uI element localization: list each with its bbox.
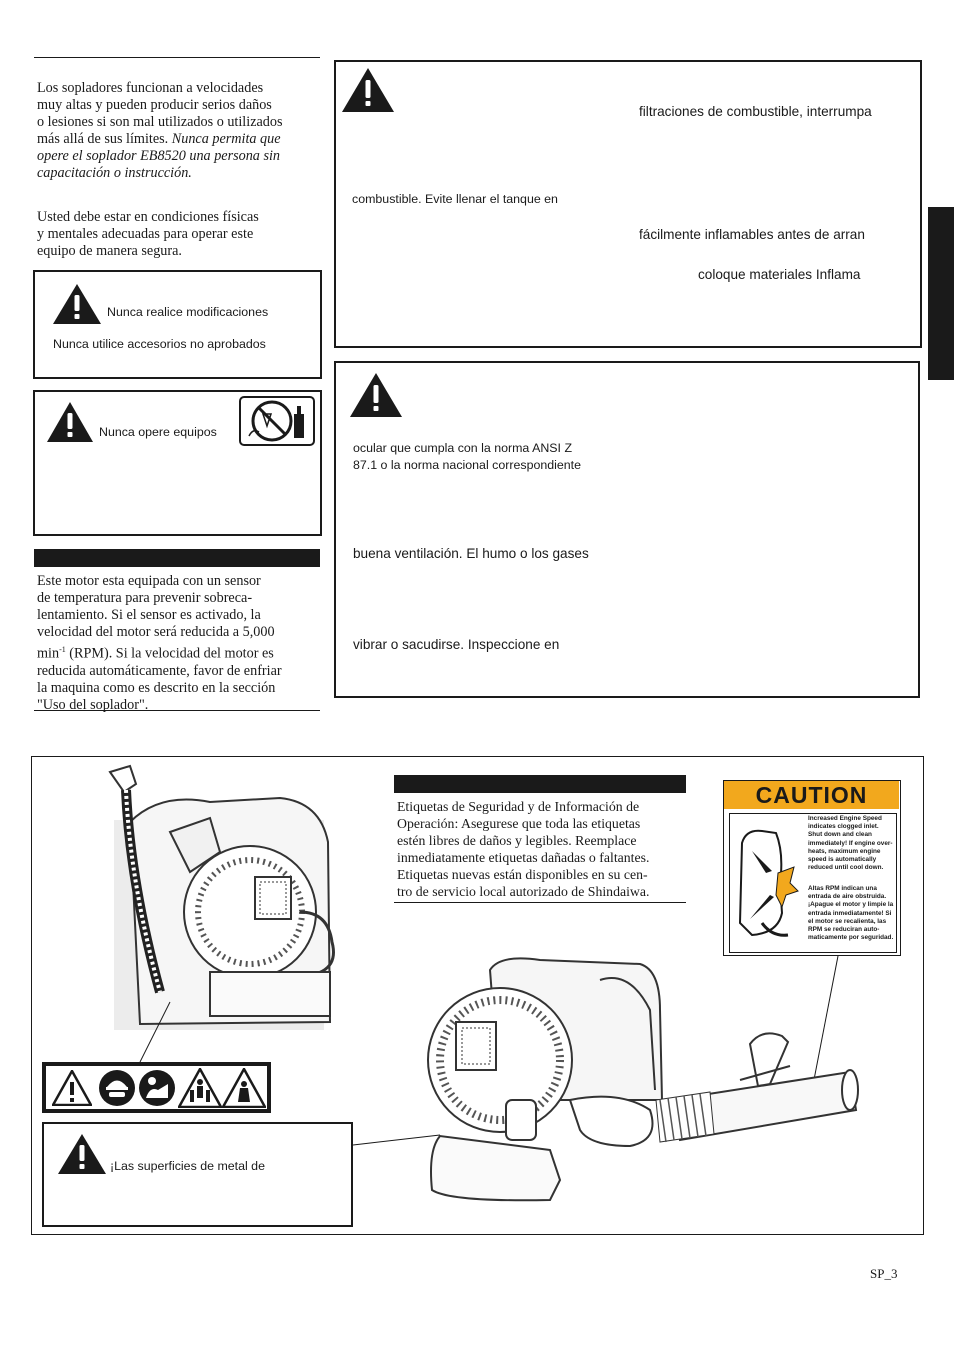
intro-paragraph: Los sopladores funcionan a velocidades m… [37, 80, 322, 182]
fitness-paragraph: Usted debe estar en condiciones físicas … [37, 209, 322, 260]
caution-es-line: ¡Apague el motor y limpie la [808, 901, 894, 909]
caution-es-line: Altas RPM indican una [808, 885, 877, 892]
labels-line: Etiquetas de Seguridad y de Información … [397, 799, 640, 814]
intro-text: más allá de sus límites. [37, 131, 172, 147]
hot-surface-warning-text: ¡Las superficies de metal de [110, 1159, 265, 1173]
intro-line: o lesiones si son mal utilizados o utili… [37, 114, 283, 130]
caution-en-line: Shut down and clean [808, 831, 872, 839]
fuel-warning-text-3: fácilmente inflamables antes de arran [639, 227, 865, 242]
labels-header-bar [394, 775, 686, 793]
blower-intake-icon [738, 829, 799, 937]
sensor-line: "Uso del soplador". [37, 696, 149, 713]
sensor-unit: min [37, 645, 60, 662]
fuel-warning-box: filtraciones de combustible, interrumpa … [334, 60, 922, 348]
sensor-line: la maquina como es descrito en la secció… [37, 679, 276, 696]
sensor-line: reducida automáticamente, favor de enfri… [37, 662, 282, 679]
caution-decal-en-text: Increased Engine Speed indicates clogged… [808, 815, 898, 872]
caution-decal-es-text: Altas RPM indican una entrada de aire ob… [808, 885, 898, 942]
warning-triangle-icon [52, 1070, 92, 1106]
warning-modifications-line2: Nunca utilice accesorios no aprobados [53, 337, 266, 351]
caution-en-line: speed is automatically [808, 856, 877, 864]
warning-triangle-icon [53, 284, 101, 324]
caution-en-line: reduced until cool down. [808, 864, 884, 872]
warning-triangle-icon [58, 1134, 106, 1174]
top-rule-left [34, 57, 320, 58]
fitness-line: Usted debe estar en condiciones físicas [37, 209, 259, 225]
labels-line: Operación: Asegurese que toda las etique… [397, 816, 641, 831]
labels-paragraph: Etiquetas de Seguridad y de Información … [397, 798, 689, 900]
caution-decal-title: CAUTION [755, 782, 868, 808]
labels-line: tro de servicio local autorizado de Shin… [397, 884, 650, 899]
protection-warning-text-2: 87.1 o la norma nacional correspondiente [353, 458, 581, 472]
protection-warning-box: ocular que cumpla con la norma ANSI Z 87… [334, 361, 920, 698]
protection-warning-text-1: ocular que cumpla con la norma ANSI Z [353, 441, 573, 455]
blower-side-illustration [427, 957, 859, 1202]
labels-line: inmediatamente etiquetas dañadas o falta… [397, 850, 650, 865]
warning-modifications-line1: Nunca realice modificaciones [107, 305, 269, 319]
caution-es-line: el motor se recalienta, las [808, 917, 887, 925]
warning-triangle-icon [350, 373, 402, 417]
section-side-tab [928, 207, 954, 380]
caution-en-line: Increased Engine Speed [808, 815, 882, 822]
fitness-line: equipo de manera segura. [37, 243, 182, 259]
sensor-line: lentamiento. Si el sensor es activado, l… [37, 607, 261, 623]
safety-icons-decal [42, 1062, 271, 1113]
caution-es-line: entrada de aire obstruida. [808, 893, 887, 901]
intro-line: muy altas y pueden producir serios daños [37, 97, 272, 113]
sensor-paragraph: Este motor esta equipada con un sensor d… [37, 573, 322, 714]
hard-hat-icon [99, 1070, 135, 1106]
page-number: SP_3 [870, 1266, 898, 1281]
warning-triangle-icon [47, 402, 93, 442]
sensor-line: de temperatura para prevenir sobreca- [37, 590, 253, 606]
caution-es-line: entrada inmediatamente! Si [808, 909, 892, 917]
warning-modifications-box: Nunca realice modificaciones Nunca utili… [33, 270, 322, 379]
sensor-line: min-1 (RPM). Si la velocidad del motor e… [37, 641, 322, 663]
caution-en-line: indicates clogged inlet. [808, 823, 879, 831]
labels-bottom-rule [394, 902, 686, 903]
sensor-unit-sup: -1 [59, 645, 66, 654]
caution-en-line: immediately! If engine over- [808, 839, 893, 847]
caution-es-line: RPM se reduciran auto- [808, 926, 880, 934]
protection-warning-text-4: vibrar o sacudirse. Inspeccione en [353, 637, 560, 652]
intro-line: más allá de sus límites. Nunca permita q… [37, 131, 322, 148]
sensor-bottom-rule [34, 710, 320, 711]
fuel-warning-text-1: filtraciones de combustible, interrumpa [639, 104, 872, 119]
labels-line: estén libres de daños y legibles. Reempl… [397, 833, 637, 848]
fitness-line: y mentales adecuadas para operar este [37, 226, 254, 242]
sensor-header-bar [34, 549, 320, 567]
protection-warning-text-3: buena ventilación. El humo o los gases [353, 546, 589, 561]
bystander-icon [178, 1068, 222, 1108]
manual-icon [139, 1070, 175, 1106]
caution-es-line: maticamente por seguridad. [808, 934, 894, 942]
blower-rear-illustration [108, 764, 335, 1030]
fuel-warning-text-4: coloque materiales Inflama [698, 267, 861, 282]
sensor-line: Este motor esta equipada con un sensor [37, 573, 261, 589]
intro-italic: Nunca permita que [171, 131, 281, 147]
hot-surface-warning-box: ¡Las superficies de metal de [42, 1122, 353, 1227]
hot-surface-icon [222, 1068, 266, 1108]
decal-location-panel [31, 756, 924, 1235]
intro-italic: capacitación o instrucción. [37, 165, 192, 181]
no-drugs-alcohol-icon [239, 396, 315, 446]
sensor-text: (RPM). Si la velocidad del motor es [65, 645, 274, 662]
caution-en-line: heats, maximum engine [808, 847, 881, 855]
caution-decal: CAUTION Increased Engine Speed indicates… [723, 780, 901, 956]
intro-italic: opere el soplador EB8520 una persona sin [37, 148, 281, 164]
fuel-warning-text-2: combustible. Evite llenar el tanque en [352, 192, 558, 206]
labels-line: Etiquetas nuevas están disponibles en su… [397, 867, 648, 882]
warning-triangle-icon [342, 68, 394, 112]
warning-drugs-box: Nunca opere equipos [33, 390, 322, 536]
sensor-line: velocidad del motor será reducida a 5,00… [37, 624, 275, 640]
intro-line: Los sopladores funcionan a velocidades [37, 80, 264, 96]
warning-drugs-line1: Nunca opere equipos [99, 425, 217, 439]
caution-decal-header: CAUTION [724, 781, 899, 809]
